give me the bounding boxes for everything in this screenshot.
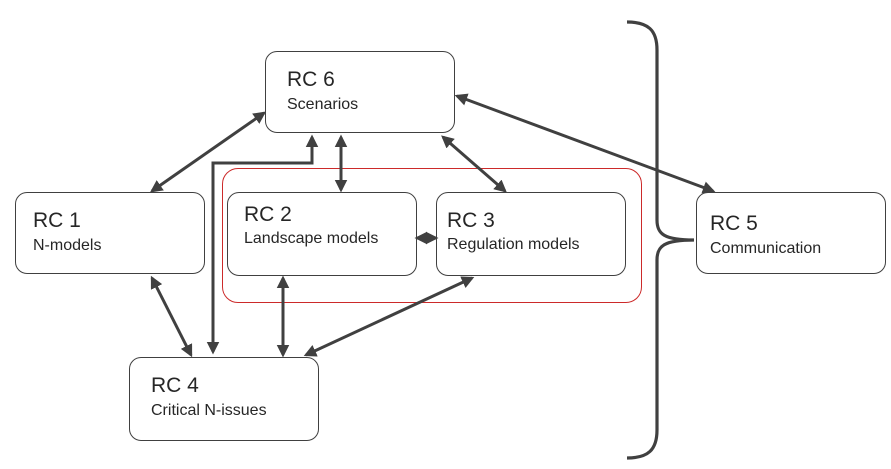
node-rc4[interactable]: RC 4 Critical N-issues — [129, 357, 319, 441]
node-rc6-label: Scenarios — [287, 96, 359, 113]
node-rc6-id: RC 6 — [287, 68, 335, 91]
node-rc1-label: N-models — [33, 237, 102, 254]
node-rc3-label: Regulation models — [447, 236, 580, 253]
node-rc5-label: Communication — [710, 240, 822, 257]
arrow-rc6-rc3 — [441, 135, 507, 193]
node-rc4-label: Critical N-issues — [151, 402, 267, 419]
node-rc5[interactable]: RC 5 Communication — [696, 192, 886, 274]
node-rc6[interactable]: RC 6 Scenarios — [265, 51, 455, 133]
arrow-rc6-rc1 — [149, 111, 267, 193]
node-rc4-id: RC 4 — [151, 374, 199, 397]
brace-bracket — [626, 20, 695, 460]
arrow-rc6-rc5 — [454, 93, 716, 194]
arrow-rc1-rc4 — [150, 275, 193, 358]
node-rc1[interactable]: RC 1 N-models — [15, 192, 205, 274]
node-rc3-id: RC 3 — [447, 209, 495, 232]
node-rc3[interactable]: RC 3 Regulation models — [436, 192, 626, 276]
node-rc1-id: RC 1 — [33, 209, 81, 232]
arrow-rc3-rc4 — [303, 276, 475, 357]
node-rc5-id: RC 5 — [710, 212, 758, 235]
arrow-rc4-rc6 — [206, 134, 319, 355]
